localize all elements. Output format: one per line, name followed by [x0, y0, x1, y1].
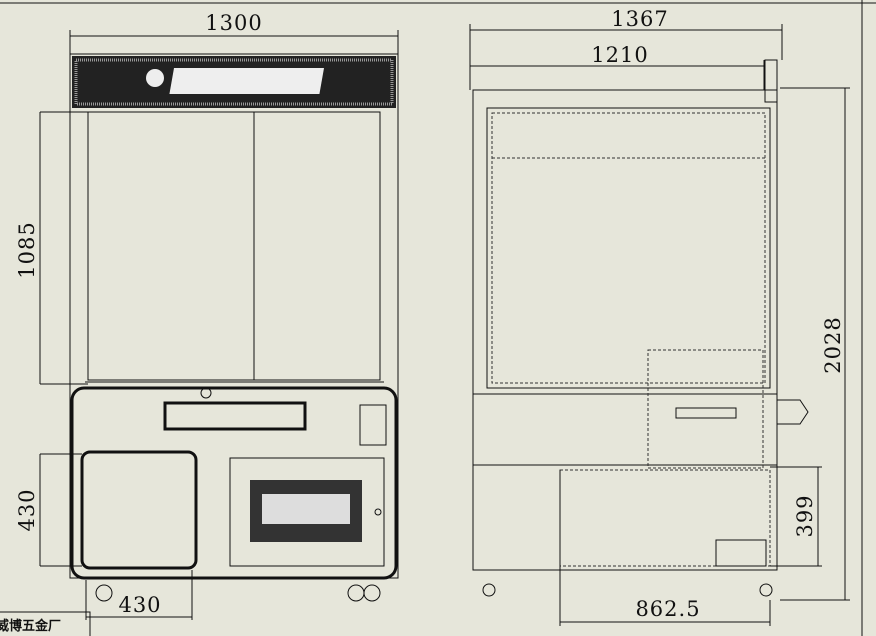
side-overall-height-dim: 2028	[821, 316, 845, 373]
caster-wheel	[347, 584, 365, 602]
front-lower-height-dim: 430	[15, 488, 39, 531]
prize-door	[229, 457, 385, 567]
title-block: 威博五金厂	[0, 611, 91, 636]
side-outline	[472, 89, 778, 571]
marquee-side	[764, 59, 778, 103]
front-upper-height-dim: 1085	[15, 221, 39, 278]
door-width-dim: 430	[118, 593, 161, 617]
caster-wheel	[759, 583, 773, 597]
side-glass	[486, 107, 771, 389]
joystick-side	[777, 399, 809, 425]
side-body-depth-dim: 1210	[591, 43, 648, 67]
control-panel	[163, 401, 307, 431]
cabinet-height-dim: 399	[793, 494, 817, 537]
caster-wheel	[482, 583, 496, 597]
joystick-icon	[200, 387, 212, 399]
company-name: 威博五金厂	[0, 618, 61, 634]
glass-window	[87, 111, 381, 381]
side-view: 1367 1210 2028 399 862.5	[469, 7, 850, 626]
front-view: 1300 1085 430 430	[15, 11, 399, 620]
front-door	[80, 450, 198, 570]
caster-wheel	[95, 584, 113, 602]
side-overall-depth-dim: 1367	[611, 7, 668, 31]
cabinet-interior	[559, 469, 771, 567]
control-box	[647, 349, 764, 469]
front-width-dim: 1300	[205, 11, 262, 35]
base-depth-dim: 862.5	[635, 597, 700, 621]
coin-slot	[359, 404, 387, 446]
logo	[146, 68, 325, 94]
lower-cabinet	[70, 386, 398, 580]
